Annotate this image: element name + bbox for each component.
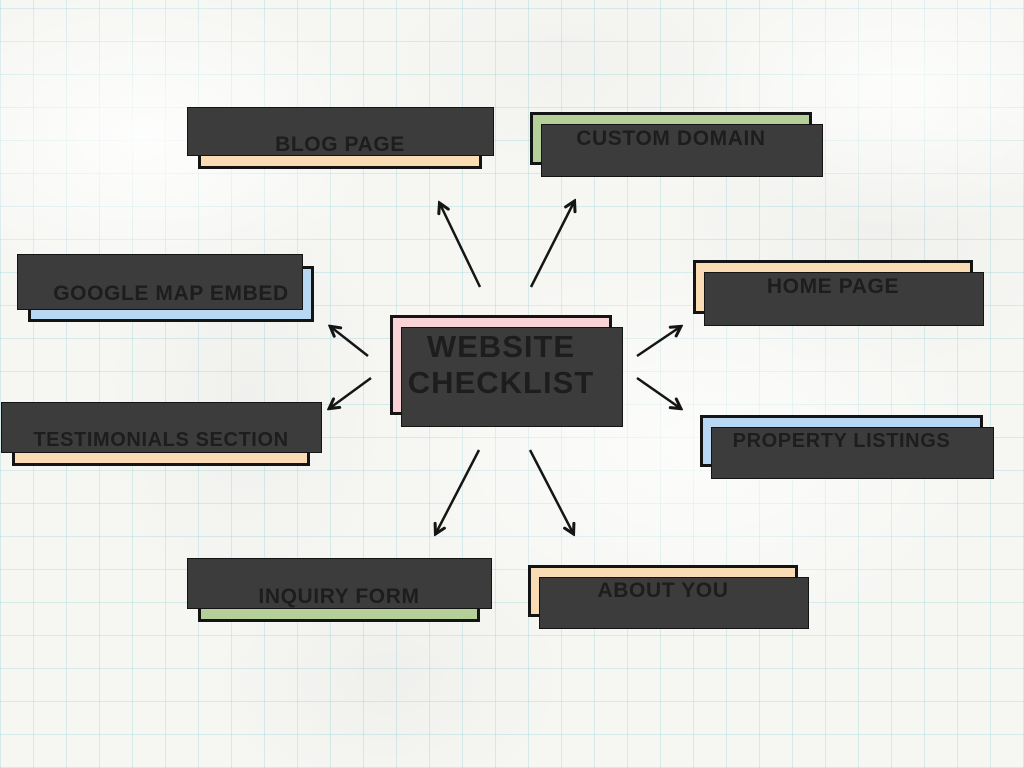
arrow-center-to-testimonials-section	[330, 376, 372, 408]
node-blog-page: BLOG PAGE	[198, 120, 482, 169]
node-label-property-listings: PROPERTY LISTINGS	[732, 429, 951, 452]
node-label-testimonials-section: TESTIMONIALS SECTION	[33, 429, 289, 451]
node-home-page: HOME PAGE	[693, 260, 973, 314]
node-about-you: ABOUT YOU	[528, 565, 798, 617]
arrow-center-to-inquiry-form	[436, 449, 481, 533]
node-label-custom-domain: CUSTOM DOMAIN	[576, 126, 766, 150]
node-custom-domain: CUSTOM DOMAIN	[530, 112, 812, 165]
node-label-home-page: HOME PAGE	[766, 275, 900, 298]
arrow-center-to-property-listings	[636, 376, 680, 408]
node-property-listings: PROPERTY LISTINGS	[700, 415, 983, 467]
arrow-center-to-custom-domain	[529, 202, 574, 288]
node-label-inquiry-form: INQUIRY FORM	[258, 584, 420, 608]
node-google-map-embed: GOOGLE MAP EMBED	[28, 266, 314, 322]
node-inquiry-form: INQUIRY FORM	[198, 571, 480, 622]
arrow-center-to-home-page	[636, 327, 680, 358]
center-label-line1: WEBSITE	[426, 329, 576, 365]
node-label-google-map-embed: GOOGLE MAP EMBED	[53, 282, 289, 305]
arrow-center-to-google-map-embed	[331, 327, 369, 357]
center-label-line2: CHECKLIST	[407, 365, 595, 400]
node-testimonials-section: TESTIMONIALS SECTION	[12, 415, 310, 466]
node-label-blog-page: BLOG PAGE	[275, 132, 405, 156]
arrow-center-to-blog-page	[440, 204, 482, 288]
arrow-center-to-about-you	[528, 449, 573, 533]
node-label-about-you: ABOUT YOU	[597, 579, 729, 602]
center-node-website-checklist: WEBSITE CHECKLIST	[390, 315, 612, 415]
